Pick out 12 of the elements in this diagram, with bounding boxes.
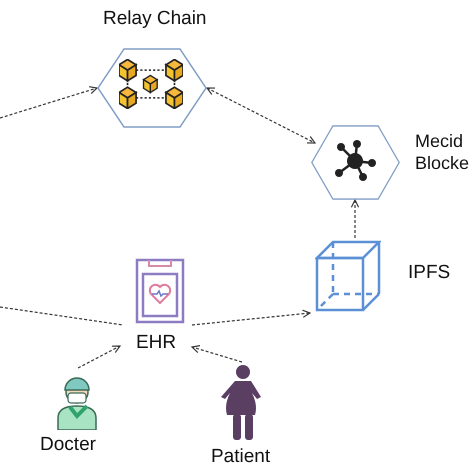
arrow [206,87,316,144]
arrow [78,345,121,369]
node-label: EHR [136,332,176,355]
node-label: IPFS [408,262,450,285]
node-label: Patient [211,446,270,469]
arrow [350,199,360,238]
node-label: Mecid Blocke [415,131,470,174]
arrow [191,345,242,363]
arrow [0,86,98,119]
node-label: Relay Chain [103,8,206,31]
node-label: Docter [40,434,96,457]
arrow [192,310,311,326]
